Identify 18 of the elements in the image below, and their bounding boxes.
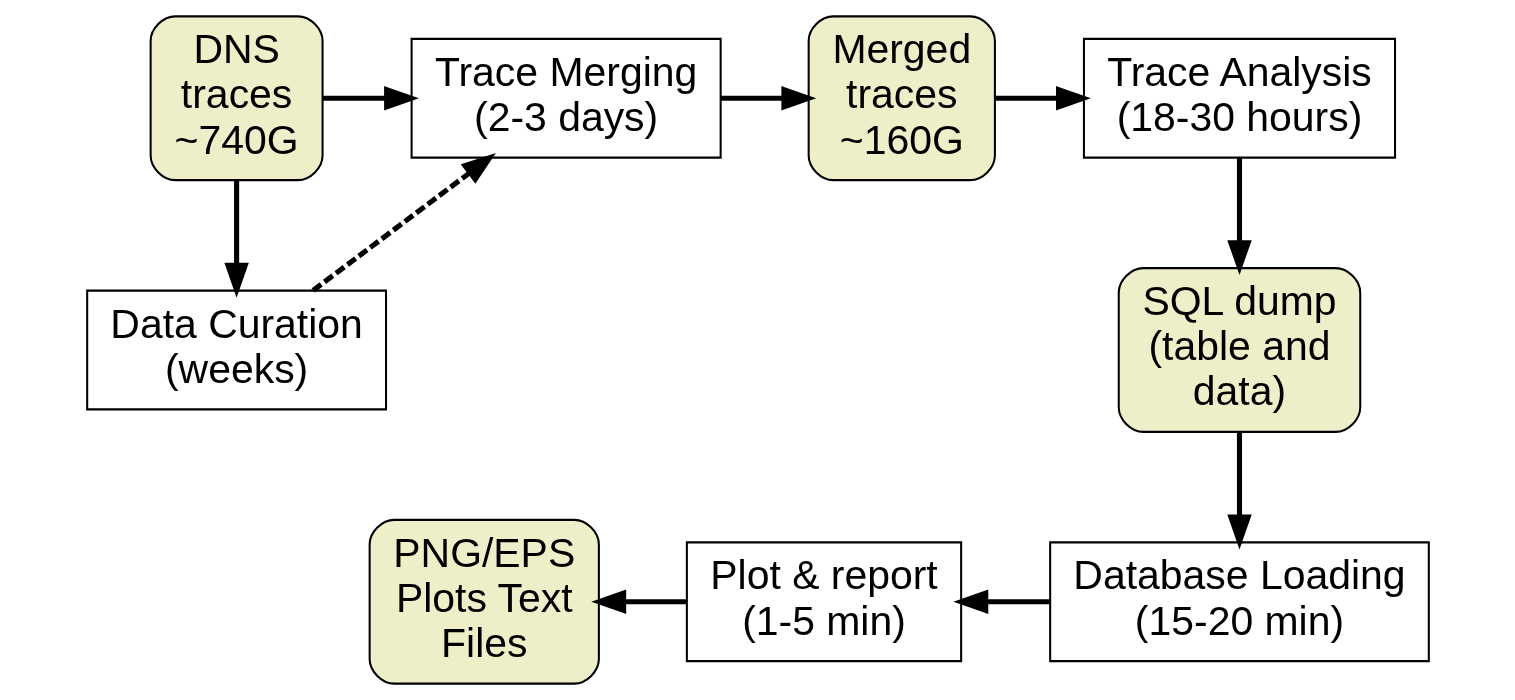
node-box: Database Loading (15-20 min) [1048,541,1430,663]
arrow [311,153,496,293]
node-box: Merged traces ~160G [807,15,996,182]
node-box: Trace Merging (2-3 days) [410,37,722,159]
node-box: DNS traces ~740G [149,15,324,182]
arrow [1226,157,1252,276]
arrow [590,589,686,614]
arrow [322,86,419,111]
arrow [720,86,816,111]
node-box: Data Curation (weeks) [85,289,387,411]
arrow [1226,432,1252,550]
node-box: Plot & report (1-5 min) [685,541,962,663]
node-box: SQL dump (table and data) [1117,267,1361,433]
node-box: PNG/EPS Plots Text Files [368,518,600,685]
arrow [952,589,1050,614]
arrow [994,86,1091,111]
arrow [223,180,249,298]
node-box: Trace Analysis (18-30 hours) [1082,37,1396,159]
